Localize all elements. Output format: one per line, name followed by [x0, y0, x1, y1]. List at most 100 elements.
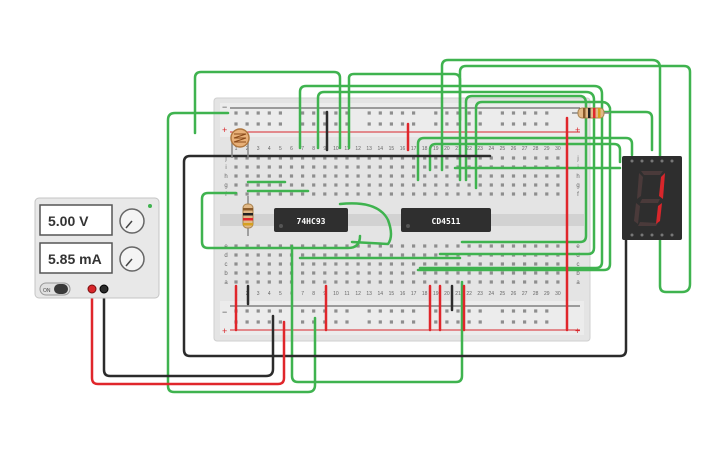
breadboard-hole[interactable] — [345, 156, 349, 160]
breadboard-hole[interactable] — [301, 280, 305, 284]
breadboard-hole[interactable] — [334, 280, 338, 284]
breadboard-hole[interactable] — [323, 262, 327, 266]
rail-hole[interactable] — [545, 309, 549, 313]
rail-hole[interactable] — [467, 111, 471, 115]
breadboard-hole[interactable] — [256, 280, 260, 284]
breadboard-hole[interactable] — [467, 192, 471, 196]
voltage-knob[interactable] — [119, 208, 145, 234]
rail-hole[interactable] — [367, 320, 371, 324]
breadboard-hole[interactable] — [334, 165, 338, 169]
breadboard-hole[interactable] — [400, 253, 405, 257]
breadboard-hole[interactable] — [312, 165, 316, 169]
rail-hole[interactable] — [378, 309, 382, 313]
breadboard-hole[interactable] — [378, 253, 382, 257]
rail-hole[interactable] — [511, 309, 516, 313]
wire-green-8[interactable] — [598, 110, 654, 152]
rail-hole[interactable] — [400, 309, 405, 313]
rail-hole[interactable] — [445, 320, 449, 324]
breadboard-hole[interactable] — [556, 192, 560, 196]
breadboard-hole[interactable] — [245, 262, 249, 266]
seven-segment-display[interactable] — [622, 156, 682, 240]
breadboard-hole[interactable] — [323, 156, 327, 160]
breadboard-hole[interactable] — [412, 262, 416, 266]
rail-hole[interactable] — [434, 122, 438, 126]
breadboard-hole[interactable] — [312, 253, 316, 257]
breadboard-hole[interactable] — [500, 183, 504, 187]
breadboard-hole[interactable] — [400, 244, 405, 248]
rail-hole[interactable] — [367, 111, 371, 115]
breadboard-hole[interactable] — [467, 183, 471, 187]
breadboard-hole[interactable] — [334, 262, 338, 266]
chip-74hc93[interactable]: 74HC93 — [274, 208, 348, 232]
breadboard-hole[interactable] — [289, 165, 294, 169]
breadboard-hole[interactable] — [256, 271, 260, 275]
breadboard-hole[interactable] — [367, 244, 371, 248]
breadboard-hole[interactable] — [256, 156, 260, 160]
rail-hole[interactable] — [511, 122, 516, 126]
breadboard-hole[interactable] — [412, 174, 416, 178]
breadboard-hole[interactable] — [467, 174, 471, 178]
breadboard-hole[interactable] — [423, 165, 427, 169]
breadboard-hole[interactable] — [478, 183, 482, 187]
breadboard-hole[interactable] — [301, 174, 305, 178]
rail-hole[interactable] — [278, 320, 282, 324]
breadboard-hole[interactable] — [556, 156, 560, 160]
breadboard-hole[interactable] — [301, 192, 305, 196]
breadboard-hole[interactable] — [556, 271, 560, 275]
rail-hole[interactable] — [378, 320, 382, 324]
breadboard-hole[interactable] — [367, 192, 371, 196]
chip-cd4511[interactable]: CD4511 — [401, 208, 491, 232]
wire-green-5[interactable] — [316, 90, 596, 256]
rail-hole[interactable] — [345, 122, 349, 126]
rail-hole[interactable] — [500, 309, 504, 313]
breadboard-hole[interactable] — [523, 192, 527, 196]
rail-hole[interactable] — [523, 122, 527, 126]
rail-hole[interactable] — [445, 309, 449, 313]
breadboard-hole[interactable] — [545, 244, 549, 248]
breadboard-hole[interactable] — [278, 280, 282, 284]
breadboard-hole[interactable] — [400, 165, 405, 169]
breadboard-hole[interactable] — [367, 156, 371, 160]
rail-hole[interactable] — [511, 111, 516, 115]
breadboard-hole[interactable] — [534, 271, 538, 275]
rail-hole[interactable] — [301, 111, 305, 115]
breadboard-hole[interactable] — [234, 183, 238, 187]
breadboard-hole[interactable] — [534, 174, 538, 178]
breadboard-hole[interactable] — [545, 262, 549, 266]
breadboard-hole[interactable] — [267, 165, 271, 169]
rail-hole[interactable] — [445, 122, 449, 126]
rail-hole[interactable] — [400, 122, 405, 126]
breadboard-hole[interactable] — [234, 262, 238, 266]
breadboard-hole[interactable] — [434, 183, 438, 187]
rail-hole[interactable] — [534, 320, 538, 324]
breadboard-hole[interactable] — [423, 244, 427, 248]
photoresistor[interactable] — [230, 128, 250, 158]
breadboard-hole[interactable] — [267, 271, 271, 275]
breadboard-hole[interactable] — [356, 244, 360, 248]
breadboard-hole[interactable] — [323, 174, 327, 178]
wire-red-1[interactable] — [90, 286, 286, 386]
breadboard-hole[interactable] — [500, 156, 504, 160]
breadboard-hole[interactable] — [289, 174, 294, 178]
breadboard-hole[interactable] — [412, 192, 416, 196]
wire-green-7[interactable] — [416, 100, 612, 272]
breadboard-hole[interactable] — [345, 280, 349, 284]
breadboard-hole[interactable] — [400, 192, 405, 196]
breadboard-hole[interactable] — [434, 165, 438, 169]
breadboard-hole[interactable] — [412, 253, 416, 257]
breadboard-hole[interactable] — [345, 262, 349, 266]
breadboard-hole[interactable] — [445, 244, 449, 248]
breadboard-hole[interactable] — [423, 280, 427, 284]
rail-hole[interactable] — [412, 122, 416, 126]
breadboard-hole[interactable] — [434, 253, 438, 257]
rail-hole[interactable] — [389, 122, 393, 126]
breadboard-hole[interactable] — [378, 271, 382, 275]
breadboard-hole[interactable] — [256, 165, 260, 169]
breadboard-hole[interactable] — [389, 183, 393, 187]
breadboard-hole[interactable] — [267, 174, 271, 178]
breadboard-hole[interactable] — [256, 253, 260, 257]
rail-hole[interactable] — [301, 309, 305, 313]
rail-hole[interactable] — [434, 309, 438, 313]
wire-green-15[interactable] — [338, 202, 393, 246]
breadboard-hole[interactable] — [478, 156, 482, 160]
